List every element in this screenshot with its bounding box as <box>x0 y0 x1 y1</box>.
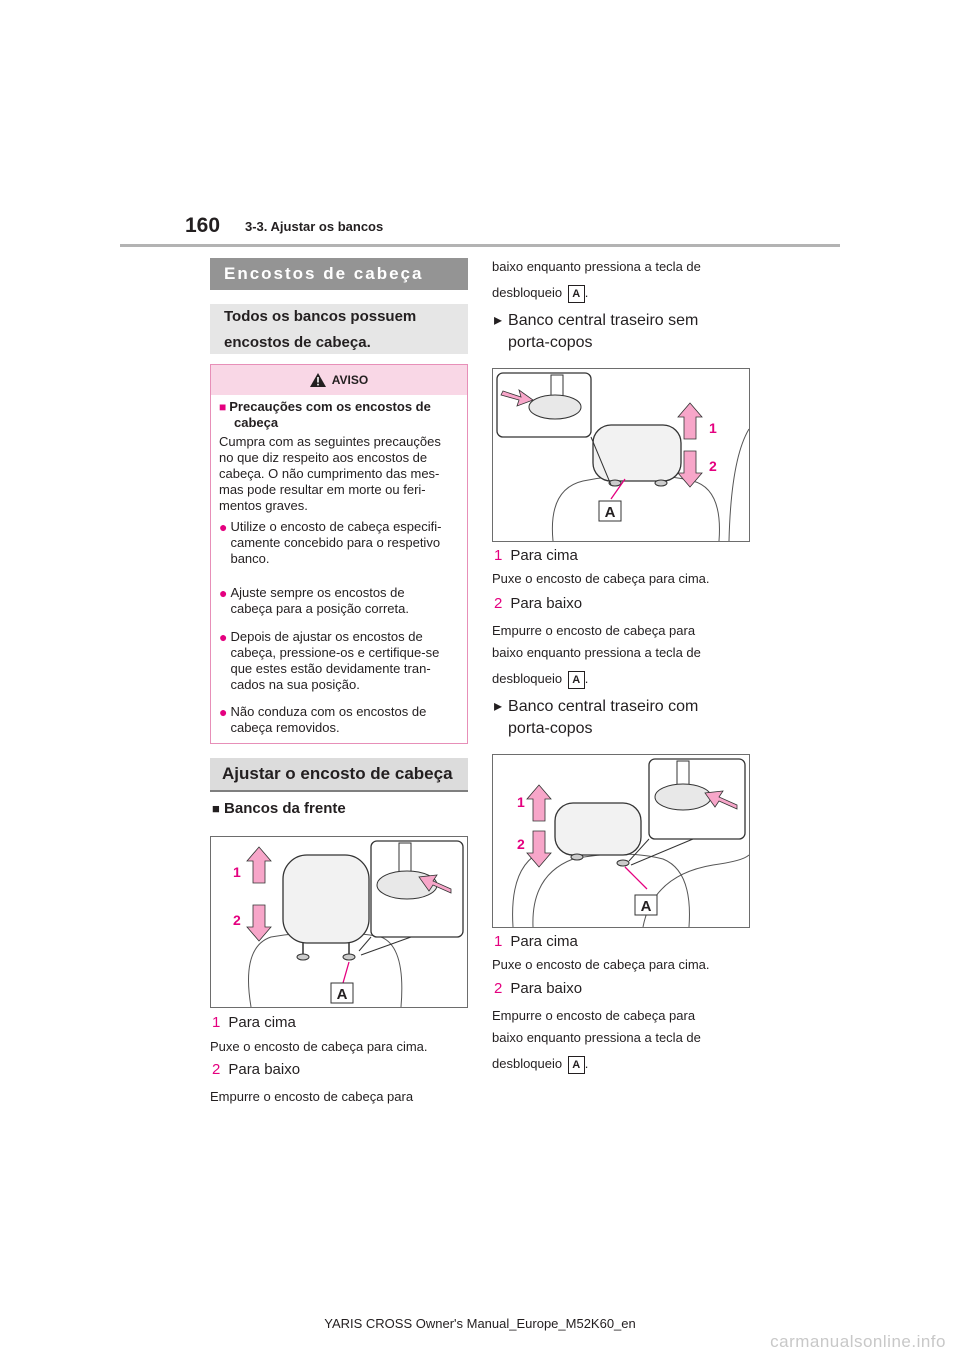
label-A-box <box>330 982 354 1004</box>
warning-header: AVISO <box>211 365 467 395</box>
continuation-text: baixo enquanto pressiona a tecla de desb… <box>492 256 701 304</box>
label-A-box <box>598 500 622 522</box>
step-2-desc: Empurre o encosto de cabeça para <box>210 1089 414 1104</box>
rear-cup-figure: 1 2 A <box>492 754 750 928</box>
label-A: A <box>641 898 652 915</box>
square-bullet-icon: ■ <box>212 801 220 816</box>
down-arrow-icon <box>526 830 552 868</box>
label-1: 1 <box>709 420 717 436</box>
header-divider <box>120 244 840 247</box>
key-A-badge: A <box>567 284 585 303</box>
down-arrow-icon <box>246 904 272 942</box>
headrest-shape <box>554 802 642 856</box>
bullet-dot-icon: ● <box>219 704 228 720</box>
intro-box: Todos os bancos possuem encostos de cabe… <box>210 304 468 354</box>
key-A-badge: A <box>567 670 585 689</box>
rear-cup-illustration: 1 2 A <box>512 758 750 928</box>
square-bullet-icon: ■ <box>219 400 227 414</box>
section-title: 3-3. Ajustar os bancos <box>245 219 384 234</box>
warning-bullet: ● Utilize o encosto de cabeça especifi-c… <box>219 519 442 566</box>
warning-title: ■Precauções com os encostos de cabeça <box>219 399 431 430</box>
rear-no-cup-step-2-desc: Empurre o encosto de cabeça para baixo e… <box>492 620 701 690</box>
label-2: 2 <box>709 458 717 474</box>
press-arrow-icon <box>418 874 452 894</box>
rear-no-cup-illustration: 1 2 A <box>496 372 750 542</box>
label-2: 2 <box>517 836 525 852</box>
front-headrest-illustration: A 1 2 <box>233 840 464 1008</box>
intro-line: encostos de cabeça. <box>224 334 371 351</box>
page-number: 160 <box>185 214 221 237</box>
watermark: carmanualsonline.info <box>770 1332 946 1351</box>
label-2: 2 <box>233 912 241 928</box>
triangle-bullet-icon: ▸ <box>494 312 503 329</box>
rear-no-cup-figure: 1 2 A <box>492 368 750 542</box>
label-A: A <box>337 986 348 1003</box>
rear-cup-step-1-desc: Puxe o encosto de cabeça para cima. <box>492 957 710 972</box>
label-A: A <box>605 504 616 521</box>
adjust-heading: Ajustar o encosto de cabeça <box>210 758 468 792</box>
label-1: 1 <box>517 794 525 810</box>
headrest-shape <box>282 854 370 944</box>
bullet-dot-icon: ● <box>219 519 228 535</box>
front-seats-heading: ■ Bancos da frente <box>212 800 346 817</box>
label-1: 1 <box>233 864 241 880</box>
front-headrest-figure: A 1 2 <box>210 836 468 1008</box>
rear-no-cup-step-1-desc: Puxe o encosto de cabeça para cima. <box>492 571 710 586</box>
page-footer: YARIS CROSS Owner's Manual_Europe_M52K60… <box>324 1316 636 1331</box>
warning-triangle-icon <box>309 373 326 387</box>
up-arrow-icon <box>526 784 552 822</box>
rear-cup-step-2-desc: Empurre o encosto de cabeça para baixo e… <box>492 1005 701 1075</box>
step-1-desc: Puxe o encosto de cabeça para cima. <box>210 1039 428 1054</box>
warning-text: Cumpra com as seguintes precauções no qu… <box>219 434 441 513</box>
press-arrow-icon <box>500 389 534 407</box>
bullet-dot-icon: ● <box>219 629 228 645</box>
section-heading: Encostos de cabeça <box>210 258 468 290</box>
up-arrow-icon <box>677 402 703 440</box>
intro-line: Todos os bancos possuem <box>224 308 417 325</box>
key-A-badge: A <box>567 1055 585 1074</box>
label-A-box <box>634 894 658 916</box>
up-arrow-icon <box>246 846 272 884</box>
headrest-shape <box>592 424 682 482</box>
down-arrow-icon <box>677 450 703 488</box>
bullet-dot-icon: ● <box>219 585 228 601</box>
press-arrow-icon <box>704 790 738 810</box>
warning-label: AVISO <box>331 373 369 387</box>
warning-box: AVISO ■Precauções com os encostos de cab… <box>210 364 468 744</box>
triangle-bullet-icon: ▸ <box>494 698 503 715</box>
